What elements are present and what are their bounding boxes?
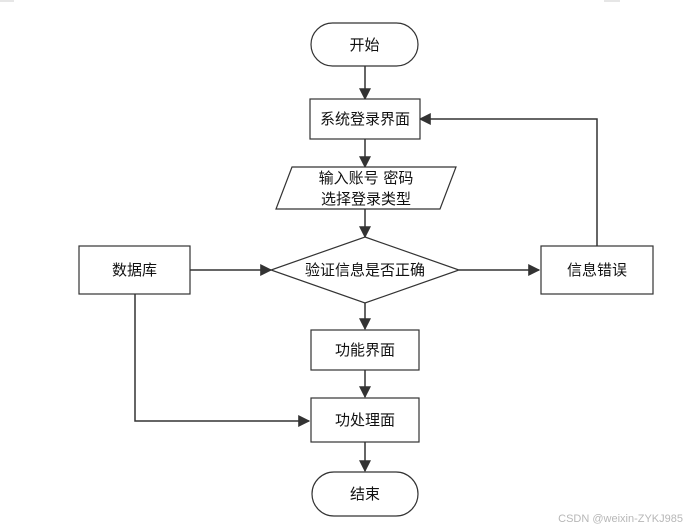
end-label: 结束 — [350, 485, 380, 503]
process-ui-label: 功处理面 — [335, 411, 395, 429]
input-node: 输入账号 密码 选择登录类型 — [275, 166, 457, 210]
start-node: 开始 — [310, 22, 419, 67]
login-ui-label: 系统登录界面 — [320, 110, 410, 128]
edge-database-to-process — [134, 294, 311, 427]
input-label-line1: 输入账号 密码 — [319, 169, 414, 187]
edge-error-to-login — [418, 113, 598, 246]
function-ui-node: 功能界面 — [310, 329, 420, 371]
verify-label: 验证信息是否正确 — [305, 261, 425, 279]
database-node: 数据库 — [78, 245, 191, 295]
function-ui-label: 功能界面 — [335, 341, 395, 359]
end-node: 结束 — [311, 471, 419, 517]
start-label: 开始 — [349, 36, 379, 54]
database-label: 数据库 — [112, 261, 157, 279]
verify-node: 验证信息是否正确 — [269, 236, 461, 304]
connectors — [134, 66, 598, 473]
process-ui-node: 功处理面 — [310, 397, 420, 443]
input-label-line2: 选择登录类型 — [321, 190, 411, 208]
watermark: CSDN @weixin-ZYKJ985 — [558, 513, 683, 525]
error-node: 信息错误 — [540, 245, 654, 295]
login-ui-node: 系统登录界面 — [309, 98, 421, 140]
error-label: 信息错误 — [567, 261, 627, 279]
